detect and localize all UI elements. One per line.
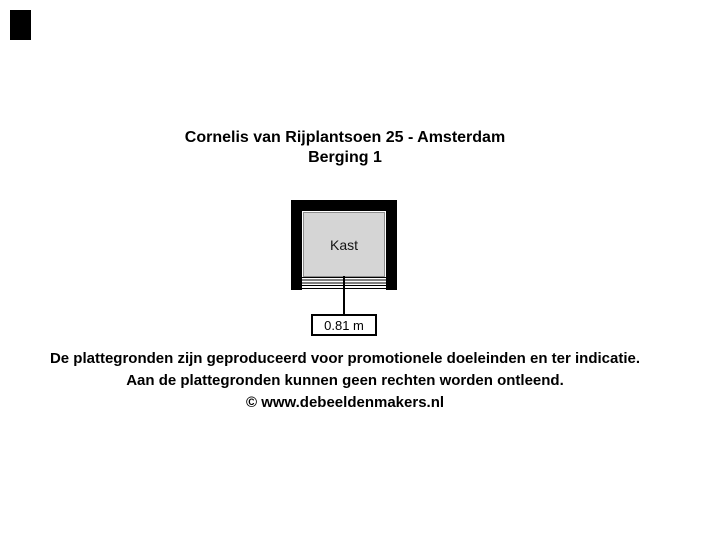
room-kast: Kast — [303, 212, 385, 277]
corner-mark — [10, 10, 31, 40]
dimension-label: 0.81 m — [311, 314, 377, 336]
page-title: Cornelis van Rijplantsoen 25 - Amsterdam — [184, 129, 506, 146]
dimension-line — [343, 276, 345, 315]
page-subtitle: Berging 1 — [308, 149, 382, 166]
copyright-line: © www.debeeldenmakers.nl — [245, 394, 445, 411]
room-label: Kast — [329, 236, 358, 253]
floorplan-interior: Kast — [302, 211, 386, 290]
disclaimer-line-1: De plattegronden zijn geproduceerd voor … — [49, 350, 641, 367]
disclaimer-line-2: Aan de plattegronden kunnen geen rechten… — [126, 372, 564, 389]
floorplan-drawing: Kast — [291, 200, 397, 290]
